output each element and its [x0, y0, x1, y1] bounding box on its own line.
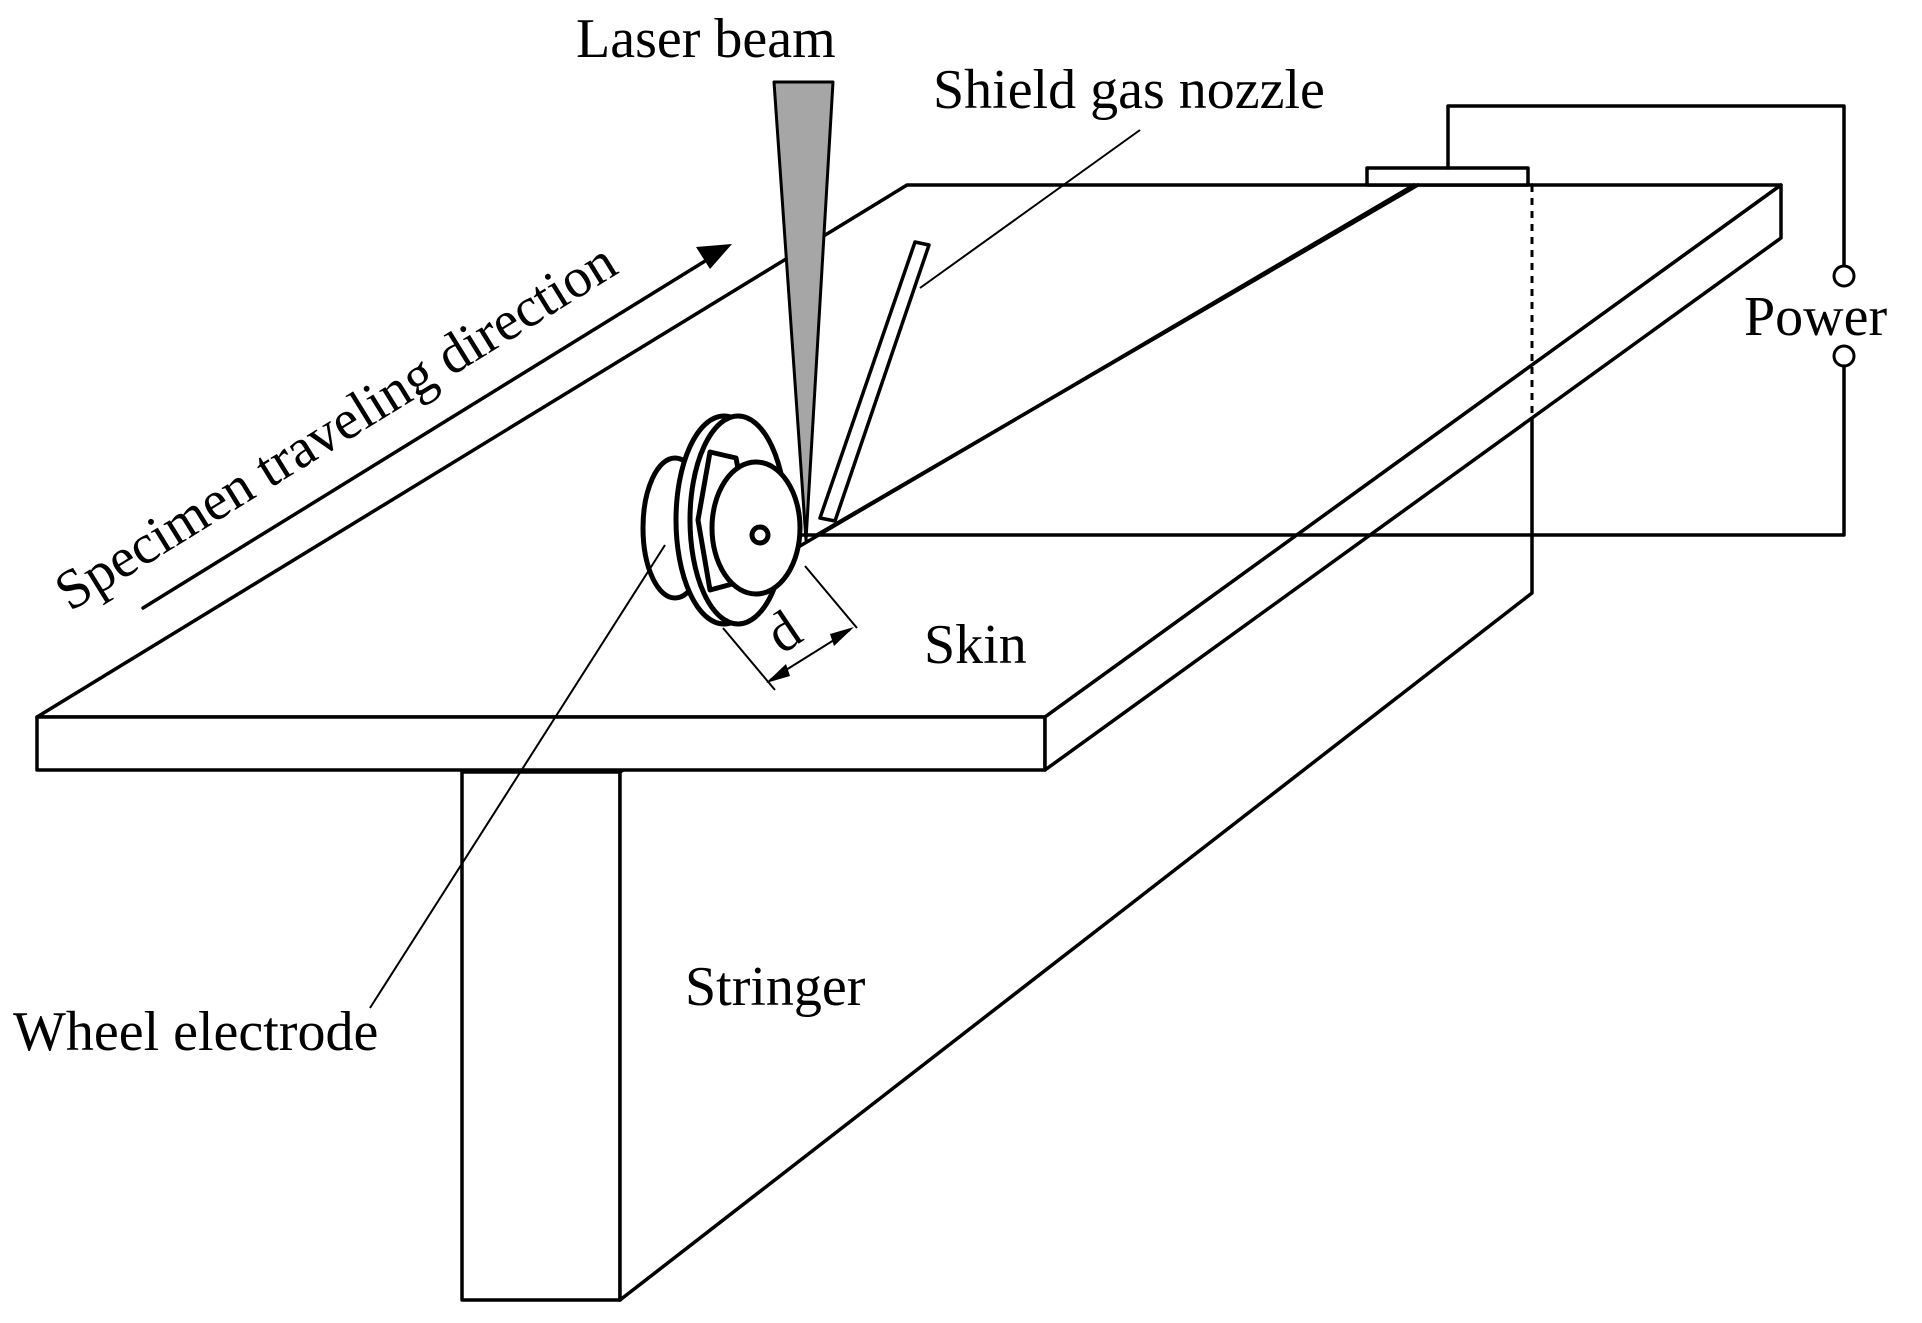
travel-direction-arrow [141, 244, 732, 610]
stringer-label: Stringer [685, 956, 866, 1018]
weld-line-upper [813, 183, 1420, 538]
weld-seam [798, 166, 1534, 548]
travel-arrow-head [696, 244, 732, 269]
skin-label: Skin [924, 614, 1027, 676]
laser-beam-label: Laser beam [576, 8, 836, 70]
skin-side-edge [1043, 183, 1783, 772]
power-terminal-top [1832, 264, 1856, 288]
power-wire-top [1446, 104, 1846, 270]
power-label: Power [1744, 286, 1887, 348]
power-circuit [758, 104, 1856, 537]
nozzle-leader-line [919, 129, 1141, 289]
seam-end-block [1365, 166, 1530, 187]
distance-marker [722, 565, 858, 691]
power-wire-bottom [758, 364, 1846, 537]
d-arrow-right [830, 627, 854, 646]
stringer-front-face [460, 770, 622, 1302]
power-terminal-bottom [1832, 344, 1856, 368]
d-arrow-left [766, 664, 790, 683]
nozzle-tube [818, 240, 931, 523]
d-tick-right [804, 565, 858, 629]
shield-gas-nozzle-label: Shield gas nozzle [933, 59, 1325, 121]
wheel-axle [749, 524, 771, 546]
travel-arrow-shaft [141, 256, 712, 610]
wheel-electrode-label: Wheel electrode [13, 1001, 378, 1063]
d-tick-left [722, 627, 776, 691]
shield-gas-nozzle [818, 129, 1141, 523]
wheel-electrode [369, 413, 803, 1009]
laser-beam [772, 80, 835, 542]
wheel-leader-line [369, 544, 666, 1009]
skin-front-edge [35, 715, 1047, 772]
skin-plate [35, 183, 1783, 772]
